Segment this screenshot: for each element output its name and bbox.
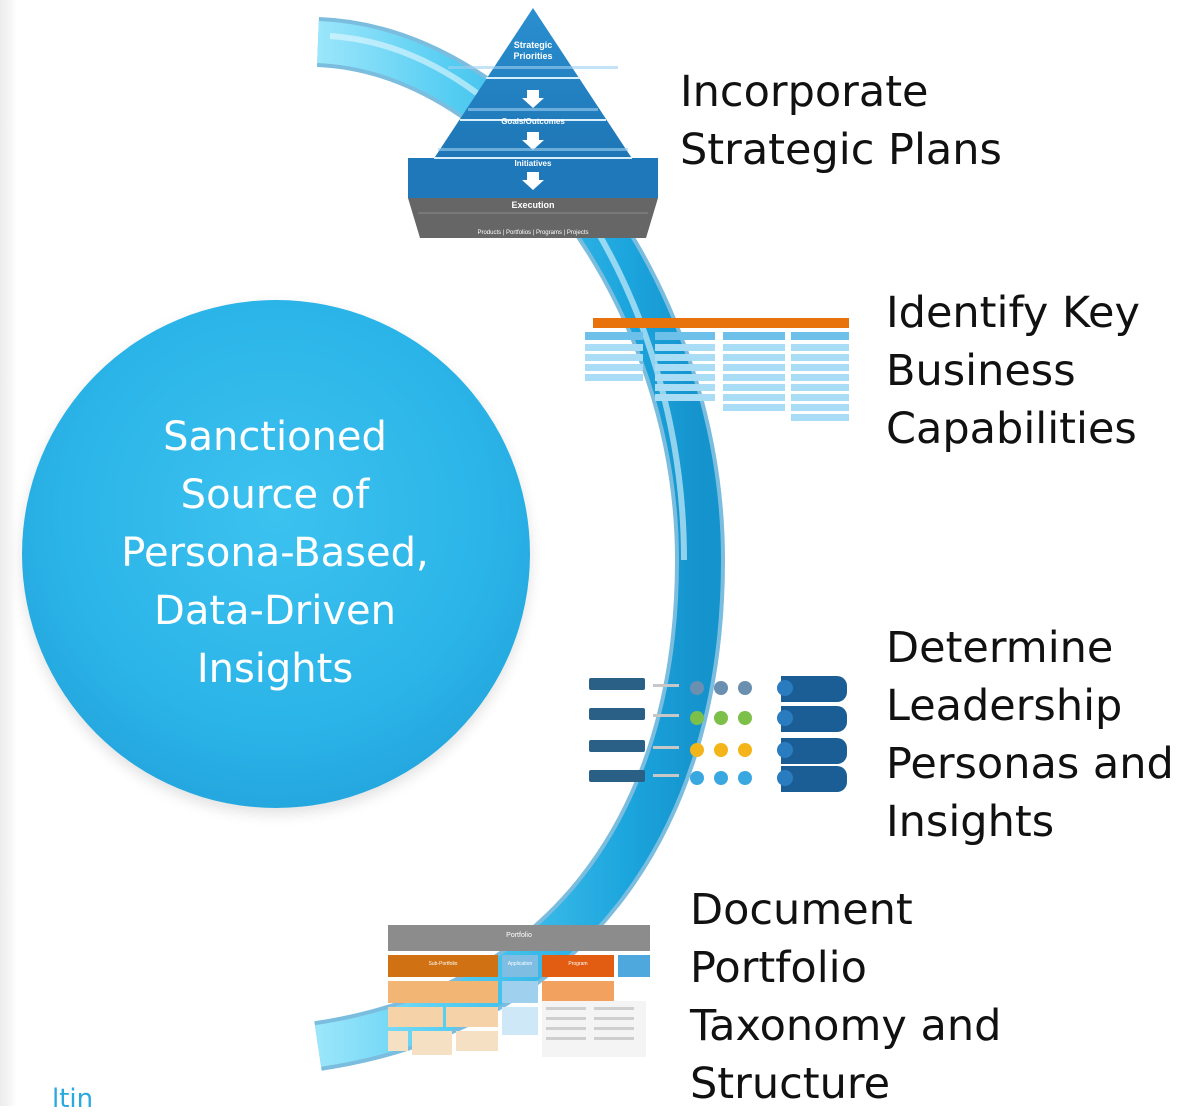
portfolio-top-label: Portfolio bbox=[506, 932, 532, 939]
center-circle-text: Sanctioned Source of Persona-Based, Data… bbox=[121, 414, 429, 692]
step-label-strategic-plans: Incorporate Strategic Plans bbox=[680, 67, 1002, 175]
step-label-business-capabilities: Identify Key Business Capabilities bbox=[886, 288, 1140, 454]
step-label-leadership-personas: Determine Leadership Personas and Insigh… bbox=[886, 623, 1174, 847]
pyramid-base-caption: Products | Portfolios | Programs | Proje… bbox=[477, 230, 588, 236]
portfolio-header-2: Application bbox=[508, 961, 533, 967]
portfolio-header-1: Sub-Portfolio bbox=[429, 961, 458, 967]
step-label-portfolio-taxonomy: Document Portfolio Taxonomy and Structur… bbox=[690, 885, 1002, 1109]
capability-table-icon bbox=[585, 318, 849, 421]
center-circle bbox=[22, 300, 530, 808]
pyramid-tier-4: Execution bbox=[511, 200, 554, 210]
pyramid-tier-2: Goals/Outcomes bbox=[501, 117, 565, 126]
left-edge-strip bbox=[0, 0, 16, 1106]
footer-partial-text: ltin bbox=[52, 1084, 94, 1114]
portfolio-chart-icon: Portfolio Sub-Portfolio Application Prog… bbox=[388, 925, 650, 1057]
persona-rows-icon bbox=[589, 676, 847, 792]
portfolio-header-3: Program bbox=[568, 961, 587, 967]
pyramid-tier-3: Initiatives bbox=[515, 159, 552, 168]
